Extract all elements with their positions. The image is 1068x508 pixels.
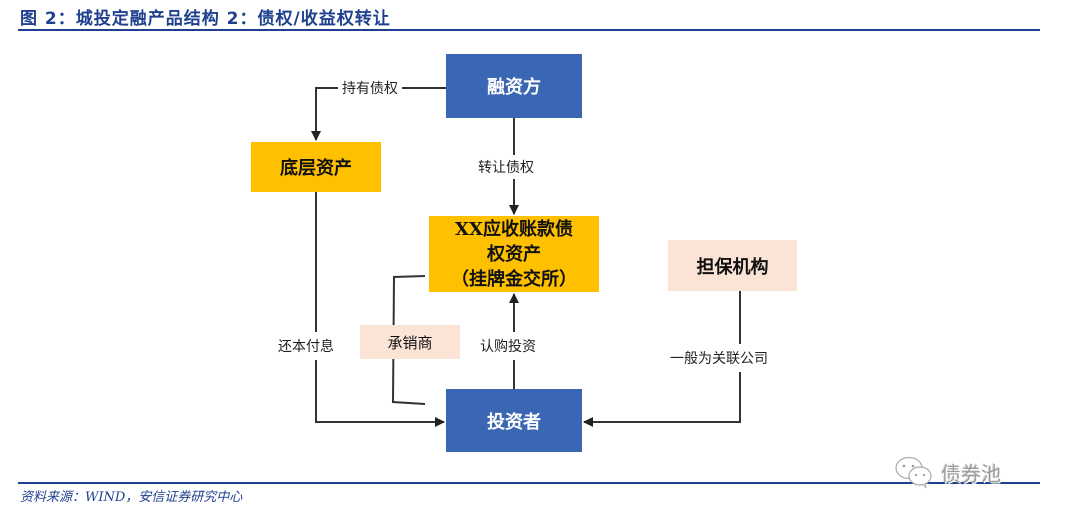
node-receivables-asset: XX应收账款债 权资产 （挂牌金交所） [429,216,599,292]
node-financier-label: 融资方 [487,77,541,98]
node-guarantor: 担保机构 [668,240,797,291]
node-receivables-line1: XX应收账款债 [455,218,573,240]
edge-hold-claim [311,87,446,141]
edge-label-hold-claim: 持有债权 [338,78,402,98]
node-guarantor-label: 担保机构 [696,256,769,278]
node-underwriter: 承销商 [360,325,460,359]
edge-guarantee [583,291,741,427]
brand-logo: 债券池 [893,455,1001,489]
edge-label-repay: 还本付息 [276,332,336,360]
node-underlying-assets: 底层资产 [251,142,381,192]
figure-source: 资料来源：WIND，安信证券研究中心 [20,490,243,505]
title-rule [18,29,1040,31]
source-rule [18,482,1040,484]
node-receivables-line3: （挂牌金交所） [451,268,577,290]
node-investor: 投资者 [446,389,582,452]
node-financier: 融资方 [446,54,582,118]
wechat-icon [895,456,932,489]
figure-title: 图 2：城投定融产品结构 2：债权/收益权转让 [20,9,391,29]
edge-repay [315,192,445,427]
node-investor-label: 投资者 [487,411,541,433]
node-receivables-line2: 权资产 [487,243,541,265]
brand-logo-text: 债券池 [941,461,1001,486]
node-underlying-assets-label: 底层资产 [280,158,352,179]
node-underwriter-label: 承销商 [387,333,433,352]
edge-label-related-company: 一般为关联公司 [668,344,770,372]
edge-label-subscribe: 认购投资 [478,332,538,360]
edge-label-transfer-claim: 转让债权 [476,155,536,179]
